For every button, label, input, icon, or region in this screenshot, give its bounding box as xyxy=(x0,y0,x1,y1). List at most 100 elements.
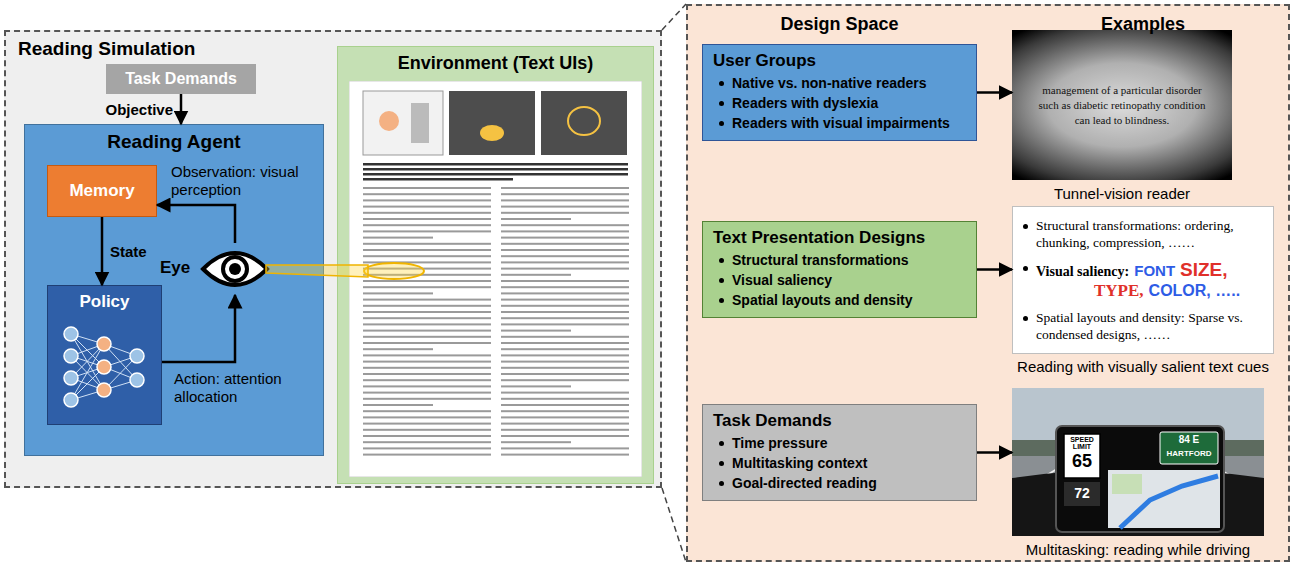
body-text-line xyxy=(363,292,433,294)
body-text-line xyxy=(363,317,491,319)
body-text-line xyxy=(501,299,629,301)
eye-icon xyxy=(200,243,270,295)
bullet-dot xyxy=(1023,224,1028,229)
node-box: Task Demands xyxy=(106,64,256,94)
bullet-row: Structural transformations: ordering, ch… xyxy=(1023,217,1263,251)
node-box: Reading SimulationTask DemandsReading Ag… xyxy=(4,30,662,488)
eye-iris xyxy=(223,257,247,281)
box-title: Task Demands xyxy=(713,411,966,431)
body-text-line xyxy=(501,398,629,400)
body-text-line xyxy=(501,230,629,232)
saliency-line: Visual saliency:FONTSIZE,TYPE,COLOR, ….. xyxy=(1036,259,1263,301)
car-dashboard-picture xyxy=(1012,388,1264,536)
body-text-line xyxy=(501,361,629,363)
nn-unit xyxy=(64,327,78,341)
speed-sign xyxy=(1064,434,1100,478)
body-text-line xyxy=(363,373,491,375)
body-text-line xyxy=(501,323,629,325)
body-text-line xyxy=(501,392,629,394)
dashboard xyxy=(1012,469,1264,536)
bullet-dot xyxy=(719,441,724,446)
body-text-line xyxy=(363,423,491,425)
node-box: Task DemandsTime pressureMultitasking co… xyxy=(702,404,977,501)
box-label: Memory xyxy=(69,181,134,201)
connector-arrow xyxy=(157,205,235,243)
bullet-dot xyxy=(719,258,724,263)
node-box: Policy xyxy=(47,285,162,425)
bullet-dot xyxy=(719,81,724,86)
salient-word: COLOR, ….. xyxy=(1149,282,1241,300)
bridge-line xyxy=(662,4,686,30)
nn-unit xyxy=(97,337,111,351)
connector-arrow xyxy=(101,217,104,285)
body-text-line xyxy=(363,361,491,363)
box-title: Policy xyxy=(48,292,161,312)
figure-mark xyxy=(480,125,504,141)
nn-unit xyxy=(64,371,78,385)
body-text-line xyxy=(363,323,491,325)
figure-wall xyxy=(411,103,429,143)
body-text-line xyxy=(363,299,491,301)
body-text-line xyxy=(363,255,491,257)
column-heading: Examples xyxy=(1012,14,1274,35)
example-caption: Multitasking: reading while driving xyxy=(1026,541,1250,558)
node-box: management of a particular disordersuch … xyxy=(1012,30,1232,180)
caption-line xyxy=(363,173,628,176)
page-sheet xyxy=(349,81,642,477)
bullet-text: Visual saliency: xyxy=(1036,264,1129,280)
salient-word: SIZE, xyxy=(1180,259,1228,281)
figure-person xyxy=(379,111,399,131)
connector-arrow xyxy=(977,268,1012,271)
body-text-line xyxy=(501,429,629,431)
body-text-line xyxy=(363,193,491,195)
speed-readout xyxy=(1064,482,1100,506)
body-text-line xyxy=(501,416,629,418)
highway-sign xyxy=(1160,432,1218,464)
body-text-line xyxy=(363,348,433,350)
body-text-line xyxy=(501,317,629,319)
body-text-line xyxy=(501,193,629,195)
edge-label: State xyxy=(110,243,147,260)
bullet-dot xyxy=(719,298,724,303)
bullet-row: Visual saliency:FONTSIZE,TYPE,COLOR, ….. xyxy=(1023,259,1263,301)
screen-label: 84 E xyxy=(1160,434,1218,446)
body-text-line xyxy=(363,447,491,449)
gaze-cone xyxy=(266,265,368,277)
figure-panel xyxy=(449,91,535,155)
body-text-line xyxy=(501,410,629,412)
figure-panel xyxy=(541,91,627,155)
box-label: Task Demands xyxy=(125,70,237,88)
edge-label: Observation: visual perception xyxy=(171,163,299,199)
bullet-row: Spatial layouts and density: Sparse vs. … xyxy=(1023,309,1263,343)
bullet-dot xyxy=(719,278,724,283)
body-text-line xyxy=(501,280,629,282)
icon-label: Eye xyxy=(160,258,190,278)
body-text-line xyxy=(501,330,571,332)
body-text-line xyxy=(363,305,491,307)
body-text-line xyxy=(363,441,491,443)
bullet-dot xyxy=(1023,316,1028,321)
example-caption: Tunnel-vision reader xyxy=(1054,185,1190,202)
body-text-line xyxy=(501,373,629,375)
connector-arrow xyxy=(977,451,1012,454)
body-text-line xyxy=(501,367,629,369)
node-box: Text Presentation DesignsStructural tran… xyxy=(702,221,977,318)
node-box: Memory xyxy=(47,165,157,217)
bullet-row: Readers with dyslexia xyxy=(719,94,966,112)
nn-unit xyxy=(130,349,144,363)
body-text-line xyxy=(363,379,491,381)
body-text-line xyxy=(501,206,629,208)
bullet-text: Readers with dyslexia xyxy=(732,94,878,112)
box-title: Reading Agent xyxy=(25,131,323,153)
body-text-line xyxy=(363,429,491,431)
body-text-line xyxy=(363,224,491,226)
nn-unit xyxy=(97,383,111,397)
bullet-dot xyxy=(719,121,724,126)
route-line xyxy=(1120,476,1218,528)
bullet-row: Spatial layouts and density xyxy=(719,291,966,309)
nn-unit xyxy=(64,393,78,407)
body-text-line xyxy=(501,454,629,456)
body-text-line xyxy=(501,435,629,437)
body-text-line xyxy=(363,280,491,282)
